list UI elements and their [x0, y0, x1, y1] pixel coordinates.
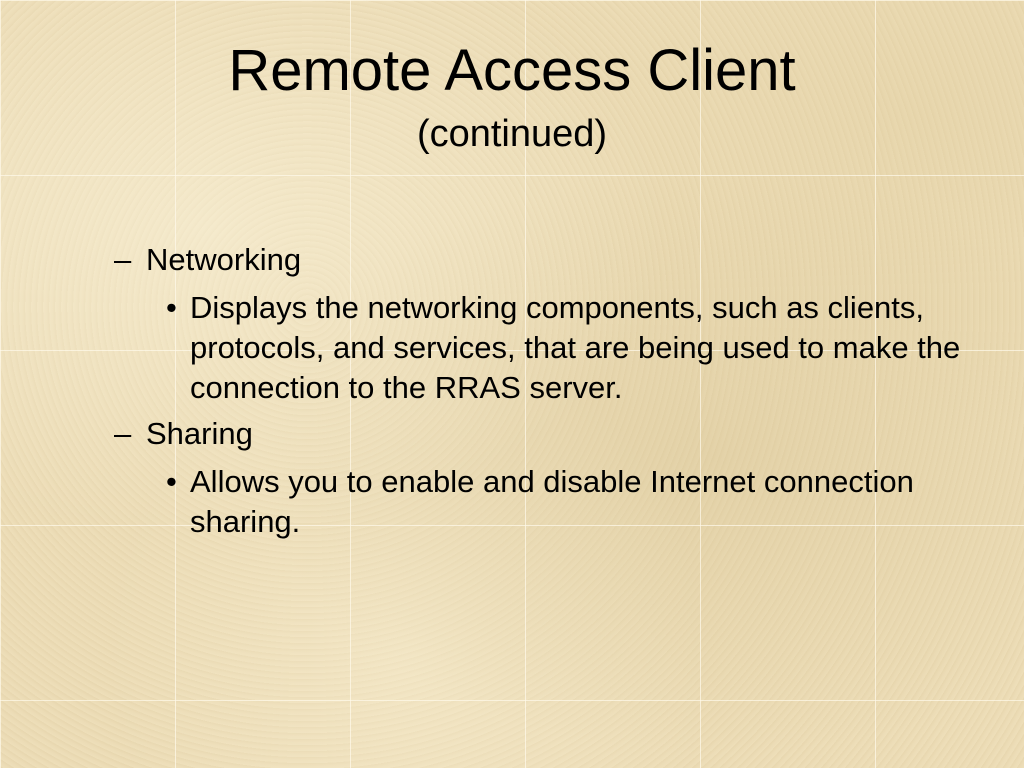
list-item-sharing: – Sharing [110, 414, 970, 454]
slide-body: – Networking • Displays the networking c… [110, 234, 970, 542]
sub-item-text: Allows you to enable and disable Interne… [190, 464, 914, 539]
sub-item-networking-detail: • Displays the networking components, su… [110, 288, 970, 408]
slide-title: Remote Access Client [228, 38, 796, 103]
bullet-marker: • [166, 290, 177, 325]
dash-marker: – [114, 242, 132, 277]
bullet-marker: • [166, 464, 177, 499]
sub-item-sharing-detail: • Allows you to enable and disable Inter… [110, 462, 970, 542]
list-item-networking: – Networking [110, 240, 970, 280]
slide-subtitle: (continued) [416, 113, 608, 155]
sub-item-text: Displays the networking components, such… [190, 290, 961, 405]
dash-marker: – [114, 416, 132, 451]
list-item-heading: Networking [146, 242, 302, 277]
list-item-heading: Sharing [146, 416, 253, 451]
